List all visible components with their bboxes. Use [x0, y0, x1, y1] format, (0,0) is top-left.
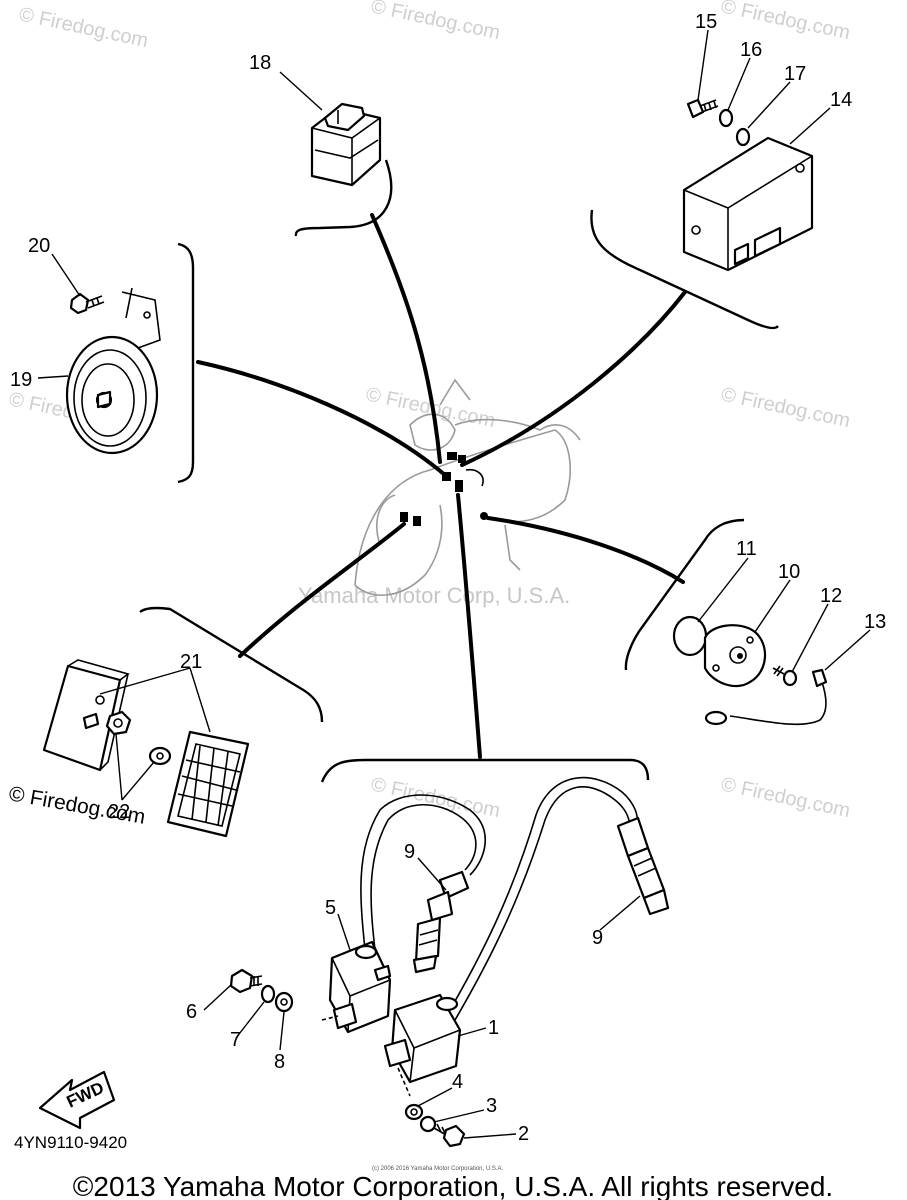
copyright-notice: ©2013 Yamaha Motor Corporation, U.S.A. A…: [73, 1171, 833, 1200]
motorcycle-outline: [354, 378, 581, 596]
group-brackets: [139, 159, 779, 783]
watermark-site: © Firedog.com: [17, 3, 150, 52]
callout-3: 3: [486, 1095, 497, 1117]
callout-19: 19: [10, 369, 32, 391]
callout-22: 22: [108, 801, 130, 823]
callout-7: 7: [230, 1029, 241, 1051]
bolt-part-6: [229, 968, 263, 994]
watermark-site: © Firedog.com: [369, 0, 502, 44]
lead-wire-part-13: [704, 668, 828, 726]
callout-16: 16: [740, 39, 762, 61]
connector-lines: [196, 213, 687, 759]
watermark-site: © Firedog.com: [719, 773, 852, 822]
ignition-coil-part-5: [321, 940, 392, 1034]
callout-1: 1: [488, 1017, 499, 1039]
washer-part-16: [718, 108, 734, 128]
callout-4: 4: [452, 1071, 463, 1093]
callout-12: 12: [820, 585, 842, 607]
leader-lines: [37, 29, 871, 1139]
screw-part-12: [772, 665, 798, 687]
washer-part-17: [735, 127, 751, 147]
callout-9-right: 9: [592, 927, 603, 949]
callout-5: 5: [325, 897, 336, 919]
callout-17: 17: [784, 63, 806, 85]
callout-numbers: 18 15 16 17 14 20 19 11 10 12 13 21 22 9…: [10, 11, 886, 1145]
callout-9-left: 9: [404, 841, 415, 863]
watermark-site: © Firedog.com: [719, 0, 852, 44]
bolt-part-20: [69, 292, 105, 315]
callout-15: 15: [695, 11, 717, 33]
reflector-part-21-front: [42, 659, 130, 772]
plug-cap-part-9-left: [412, 870, 470, 974]
tiny-copyright: (c) 2006 2016 Yamaha Motor Corporation, …: [372, 1166, 504, 1172]
callout-18: 18: [249, 52, 271, 74]
callout-6: 6: [186, 1001, 197, 1023]
callout-13: 13: [864, 611, 886, 633]
bolt-part-15: [686, 98, 719, 119]
bolt-part-2: [433, 1123, 466, 1148]
callout-21: 21: [180, 651, 202, 673]
callout-8: 8: [274, 1051, 285, 1073]
switch-part-10: [703, 624, 767, 688]
washer-part-8: [274, 991, 294, 1013]
plug-cap-part-9-right: [616, 816, 670, 916]
nut-part-22: [105, 710, 132, 736]
washer-part-22: [148, 746, 172, 766]
callout-20: 20: [28, 235, 50, 257]
washer-part-4: [404, 1103, 424, 1121]
side-watermark: © Firedog.com: [7, 782, 147, 829]
watermark-center: Yamaha Motor Corp, U.S.A.: [298, 583, 570, 608]
diagram-code: 4YN9110-9420: [14, 1133, 127, 1152]
horn-part-19: [65, 287, 161, 455]
callout-2: 2: [518, 1123, 529, 1145]
washer-part-3: [419, 1115, 437, 1133]
coil-wiring: [360, 776, 639, 1021]
watermark-site: © Firedog.com: [369, 773, 502, 822]
callout-10: 10: [778, 561, 800, 583]
o-ring-part-11: [672, 615, 708, 657]
callout-14: 14: [830, 89, 852, 111]
reflector-part-21-rear: [166, 730, 250, 838]
fwd-arrow: FWD: [38, 1070, 116, 1130]
callout-11: 11: [736, 538, 757, 560]
washer-part-7: [260, 984, 276, 1004]
watermark-site: © Firedog.com: [719, 383, 852, 432]
cdi-unit-part-14: [682, 136, 814, 272]
ignition-coil-part-1: [383, 993, 462, 1097]
relay-part-18: [310, 102, 382, 187]
